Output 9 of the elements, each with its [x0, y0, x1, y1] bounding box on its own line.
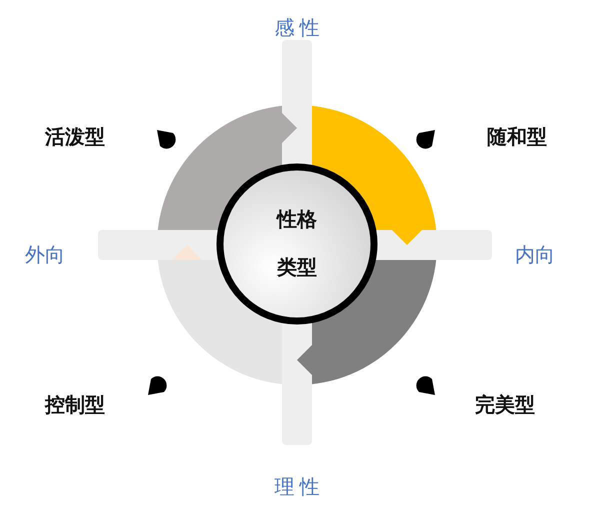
quadrant-label: 控制型	[45, 394, 105, 418]
axis-label: 感 性	[274, 16, 320, 42]
axis-label: 外向	[25, 244, 65, 268]
axis-label: 理 性	[274, 476, 320, 500]
quadrant-label: 随和型	[487, 126, 547, 150]
quadrant-label: 完美型	[475, 393, 535, 418]
quadrant-label: 活泼型	[45, 126, 105, 150]
center-title: 性格类型	[277, 208, 317, 281]
axis-label: 内向	[515, 244, 555, 268]
